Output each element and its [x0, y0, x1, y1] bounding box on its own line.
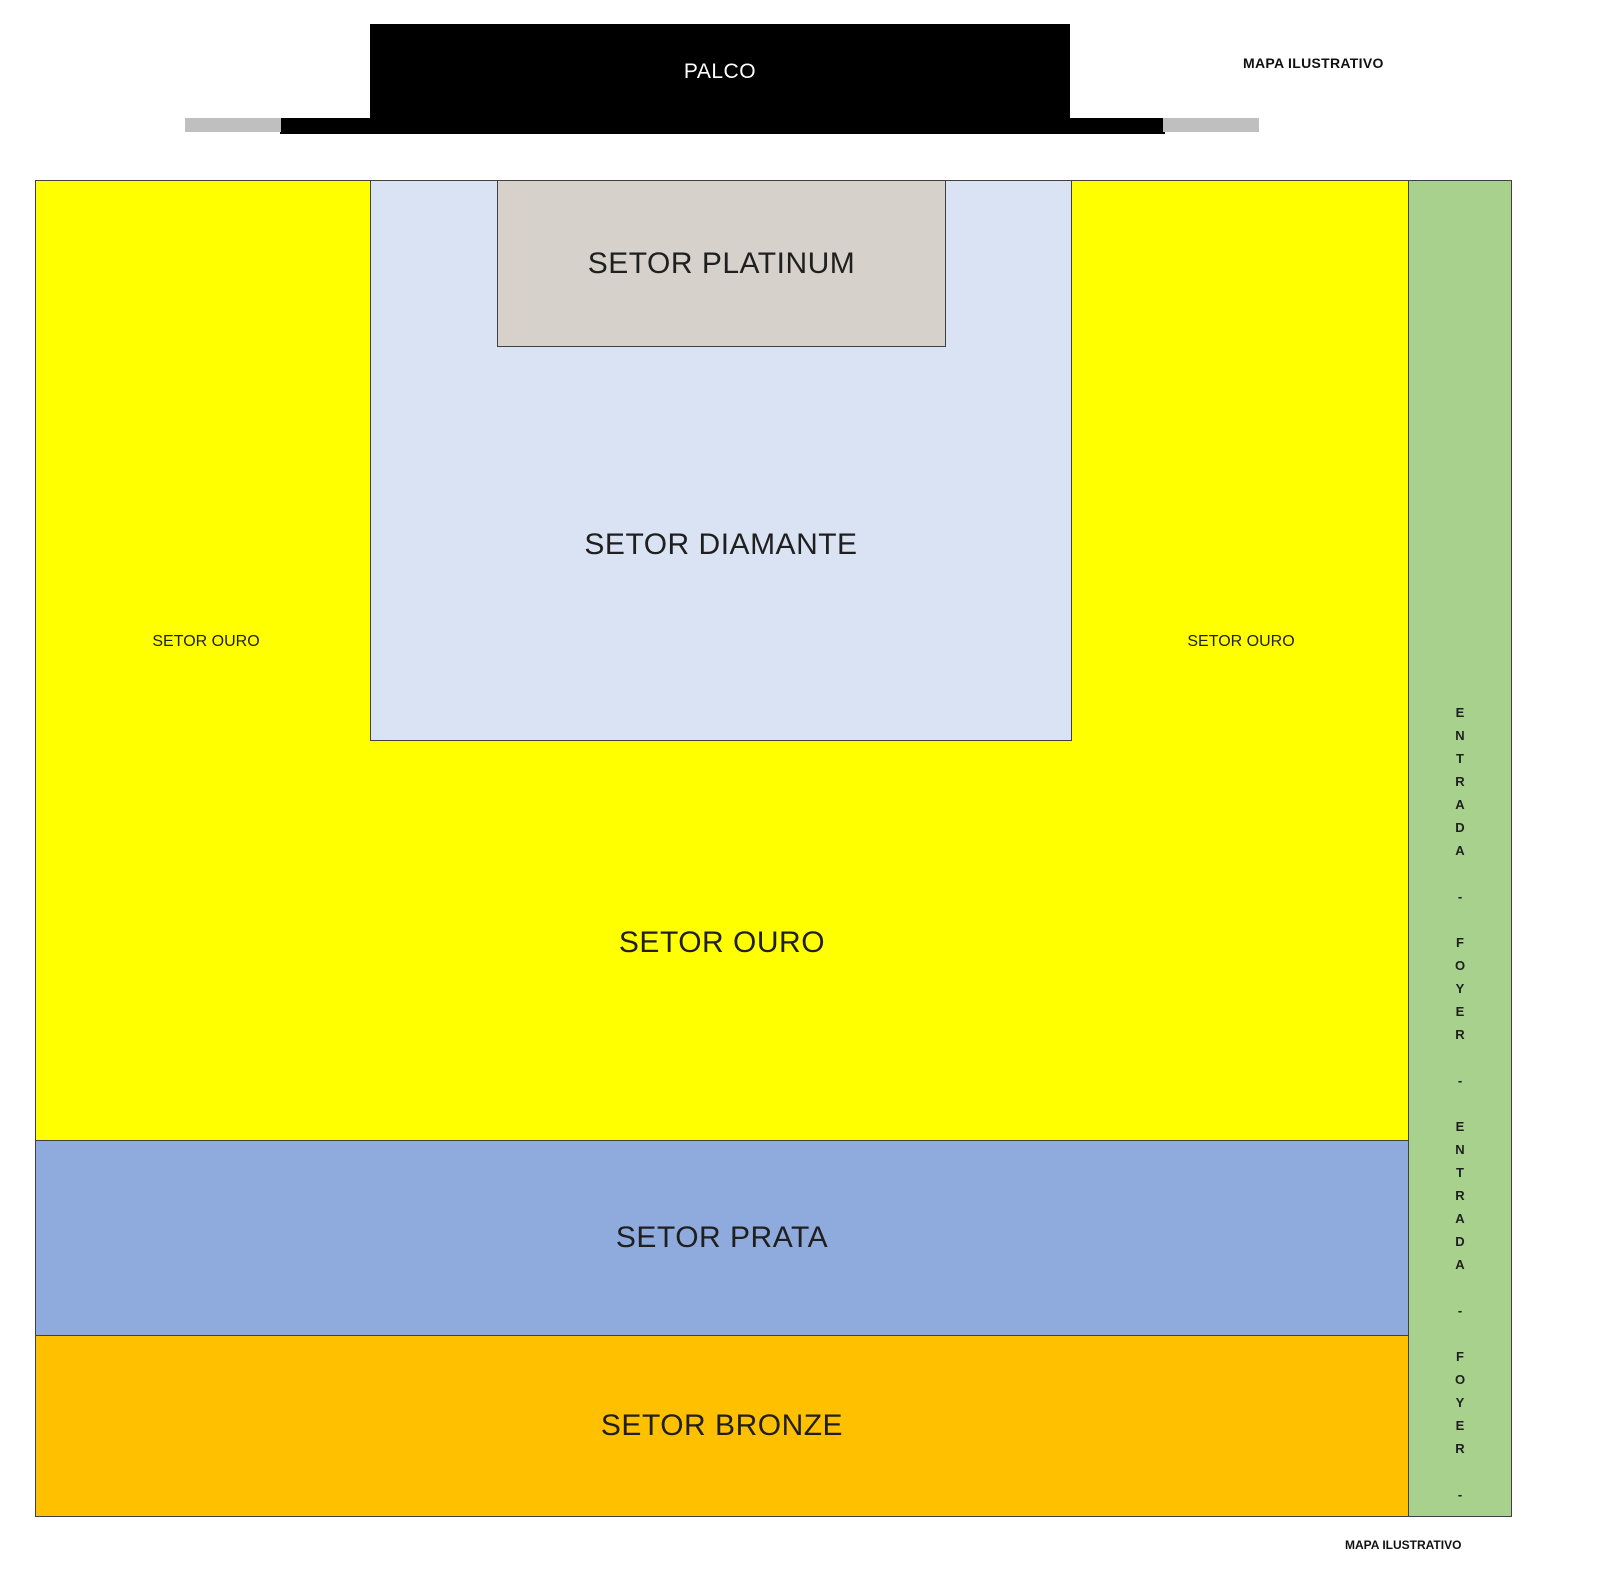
sector-platinum: SETOR PLATINUM	[497, 180, 946, 347]
stage-front-bar	[280, 118, 1165, 134]
map-disclaimer-top: MAPA ILUSTRATIVO	[1243, 55, 1384, 71]
entrance-foyer-label: E N T R A D A - F O Y E R - E N T R A D …	[1454, 705, 1466, 1502]
sector-platinum-label: SETOR PLATINUM	[587, 246, 856, 280]
stage-wing-left	[185, 118, 281, 132]
sector-ouro-label: SETOR OURO	[618, 926, 826, 959]
stage-wing-right	[1163, 118, 1259, 132]
stage-box: PALCO	[370, 24, 1070, 119]
sector-diamante-label: SETOR DIAMANTE	[584, 528, 858, 561]
sector-bronze-label: SETOR BRONZE	[600, 1409, 844, 1442]
entrance-foyer-strip: E N T R A D A - F O Y E R - E N T R A D …	[1408, 180, 1512, 1517]
sector-prata-label: SETOR PRATA	[615, 1221, 829, 1254]
stage-label: PALCO	[683, 59, 757, 83]
sector-ouro-side-label-left: SETOR OURO	[152, 633, 260, 650]
sector-prata: SETOR PRATA	[35, 1140, 1409, 1336]
sector-bronze: SETOR BRONZE	[35, 1335, 1409, 1517]
sector-ouro-side-label-right: SETOR OURO	[1187, 633, 1295, 650]
map-disclaimer-bottom: MAPA ILUSTRATIVO	[1345, 1538, 1462, 1552]
